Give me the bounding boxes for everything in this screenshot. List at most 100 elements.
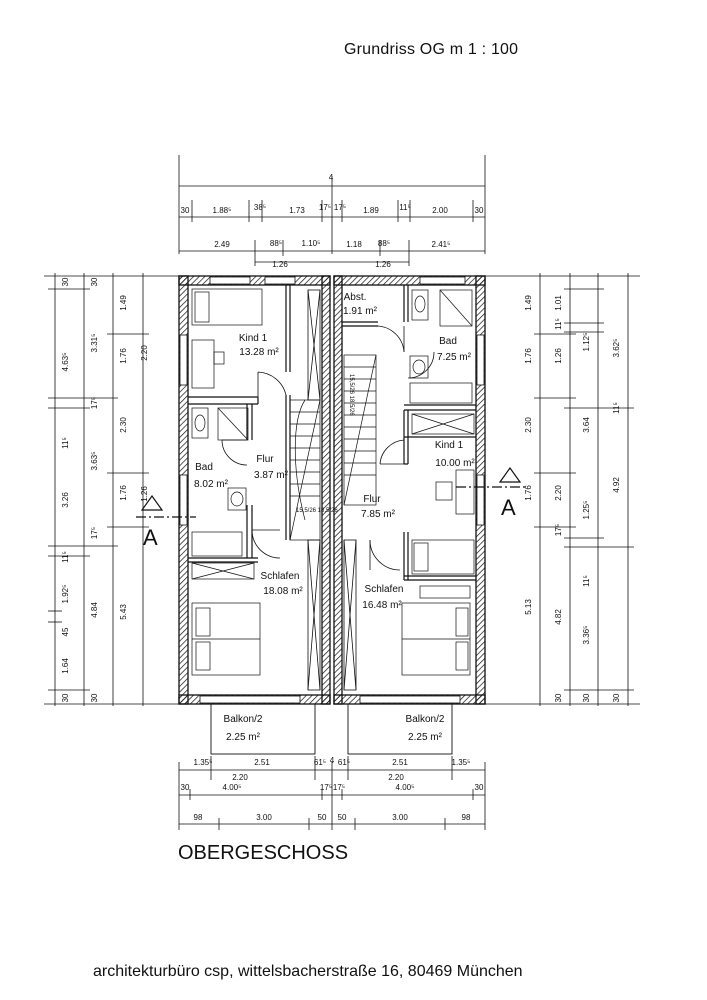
dim-right-c3-e: 3.36⁵ bbox=[582, 626, 591, 645]
dim-left-c2-b: 3.31⁵ bbox=[90, 334, 99, 353]
room-balkon-right-name: Balkon/2 bbox=[406, 714, 445, 725]
dim-top-r1-a: 30 bbox=[181, 206, 190, 215]
dim-left-c3-c: 2.30 bbox=[119, 417, 128, 433]
dim-bot-r3-d: 17⁵ bbox=[333, 783, 345, 792]
room-bad-left-area: 8.02 m² bbox=[194, 479, 229, 490]
room-schlafen-left-area: 18.08 m² bbox=[263, 586, 303, 597]
dim-bot-r4-d: 50 bbox=[338, 813, 347, 822]
dim-bot-r4-c: 50 bbox=[318, 813, 327, 822]
dim-right-c2-b: 11⁵ bbox=[554, 318, 563, 330]
dim-left-c2-e: 17⁵ bbox=[90, 527, 99, 539]
room-kind1-right-area: 10.00 m² bbox=[435, 458, 475, 469]
dim-left-c3-b: 1.76 bbox=[119, 348, 128, 364]
dim-top-r2-f: 2.41⁵ bbox=[432, 240, 451, 249]
room-flur-left-name: Flur bbox=[256, 454, 274, 465]
room-balkon-left-area: 2.25 m² bbox=[226, 732, 261, 743]
section-letter-right: A bbox=[501, 495, 516, 520]
dim-left-c3-a: 1.49 bbox=[119, 295, 128, 311]
dim-left-c3-e: 5.43 bbox=[119, 604, 128, 620]
room-kind1-right-name: Kind 1 bbox=[435, 440, 464, 451]
dim-bot-r4-e: 3.00 bbox=[392, 813, 408, 822]
door-swings bbox=[221, 325, 435, 571]
dim-right-c4-d: 30 bbox=[612, 693, 621, 702]
room-kind1-left-area: 13.28 m² bbox=[239, 347, 279, 358]
dim-top-r2-c: 1.10⁵ bbox=[302, 239, 321, 248]
dim-top-r2-d: 1.18 bbox=[346, 240, 362, 249]
dim-top-r2-a: 2.49 bbox=[214, 240, 230, 249]
dim-right-c2-f: 4.82 bbox=[554, 609, 563, 625]
right-dimension-chain bbox=[482, 273, 640, 706]
dim-left-c2-a: 30 bbox=[90, 277, 99, 286]
dim-bot-r1-d: 4 bbox=[330, 756, 335, 765]
chimney-shafts bbox=[307, 289, 357, 691]
dim-right-c1-c: 2.30 bbox=[524, 417, 533, 433]
room-flur-right-area: 7.85 m² bbox=[361, 509, 396, 520]
room-flur-left-area: 3.87 m² bbox=[254, 470, 289, 481]
dim-left-c1-g: 45 bbox=[61, 627, 70, 636]
dim-right-c3-a: 1.12⁵ bbox=[582, 333, 591, 352]
dim-left-c1-h: 1.64 bbox=[61, 658, 70, 674]
dim-left-c2-d: 3.63⁵ bbox=[90, 452, 99, 471]
dim-right-c4-b: 11⁵ bbox=[612, 402, 621, 414]
room-abst-name: Abst. bbox=[344, 292, 367, 303]
balconies bbox=[210, 703, 453, 755]
dim-bot-r2-b: 2.20 bbox=[388, 773, 404, 782]
dim-top-r1-b: 1.88⁵ bbox=[213, 206, 232, 215]
top-dimension-chain bbox=[178, 155, 486, 266]
room-balkon-left-name: Balkon/2 bbox=[224, 714, 263, 725]
dim-right-c1-d: 1.76 bbox=[524, 485, 533, 501]
dim-top-r1-j: 30 bbox=[475, 206, 484, 215]
dim-right-c1-b: 1.76 bbox=[524, 348, 533, 364]
dim-right-c2-e: 17⁵ bbox=[554, 524, 563, 536]
dim-bot-r1-g: 1.35⁵ bbox=[452, 758, 471, 767]
dim-bot-r2-a: 2.20 bbox=[232, 773, 248, 782]
dim-left-c1-d: 3.26 bbox=[61, 492, 70, 508]
dim-top-r1-i: 2.00 bbox=[432, 206, 448, 215]
dim-bot-r3-e: 4.00⁵ bbox=[396, 783, 415, 792]
dim-bot-r1-a: 1.35⁵ bbox=[194, 758, 213, 767]
dim-top-r3-b: 1.26 bbox=[375, 260, 391, 269]
section-marker-right bbox=[456, 466, 526, 488]
stair-label-left: 15,5/26 18,5/26 bbox=[296, 508, 338, 514]
room-bad-right-area: 7.25 m² bbox=[437, 352, 472, 363]
dim-bot-r4-a: 98 bbox=[194, 813, 203, 822]
dim-bot-r4-f: 98 bbox=[462, 813, 471, 822]
left-dimension-chain bbox=[44, 273, 182, 706]
dim-right-c4-a: 3.62⁵ bbox=[612, 339, 621, 358]
stair-label-right: 15,5/26 18,5/26 bbox=[348, 374, 354, 416]
dim-top-r1-c: 38⁵ bbox=[254, 203, 266, 212]
staircase-right bbox=[343, 354, 377, 506]
dim-right-c2-g: 30 bbox=[554, 693, 563, 702]
room-schlafen-right-name: Schlafen bbox=[365, 584, 404, 595]
dim-bot-r3-a: 30 bbox=[181, 783, 190, 792]
floor-title: OBERGESCHOSS bbox=[178, 842, 349, 864]
dim-right-c3-f: 30 bbox=[582, 693, 591, 702]
dim-right-c3-d: 11⁵ bbox=[582, 575, 591, 587]
dim-top-r2-b: 88⁵ bbox=[270, 239, 282, 248]
dim-bot-r1-c: 61⁵ bbox=[314, 758, 326, 767]
section-letter-left: A bbox=[143, 525, 158, 550]
dim-left-c3-d: 1.76 bbox=[119, 485, 128, 501]
dim-left-c1-c: 11⁵ bbox=[61, 437, 70, 449]
dim-top-r1-e: 17⁵ bbox=[319, 203, 331, 212]
dim-right-c4-c: 4.92 bbox=[612, 477, 621, 493]
dim-left-c4-a: 2.20 bbox=[140, 345, 149, 361]
room-balkon-right-area: 2.25 m² bbox=[408, 732, 443, 743]
dim-left-c1-e: 11⁵ bbox=[61, 551, 70, 563]
dim-left-c2-f: 4.84 bbox=[90, 602, 99, 618]
dim-right-c1-a: 1.49 bbox=[524, 295, 533, 311]
dim-right-c1-e: 5.13 bbox=[524, 599, 533, 615]
dim-right-c2-d: 2.20 bbox=[554, 485, 563, 501]
dim-top-r3-a: 1.26 bbox=[272, 260, 288, 269]
plan-header-title: Grundriss OG m 1 : 100 bbox=[344, 41, 519, 58]
section-marker-left bbox=[136, 494, 196, 518]
interior-walls bbox=[188, 285, 476, 581]
dim-left-c2-c: 17⁵ bbox=[90, 397, 99, 409]
staircase-left bbox=[289, 399, 321, 541]
furniture bbox=[191, 288, 475, 676]
room-schlafen-right-area: 16.48 m² bbox=[362, 600, 402, 611]
dim-bot-r1-f: 2.51 bbox=[392, 758, 408, 767]
dim-right-c2-a: 1.01 bbox=[554, 295, 563, 311]
dim-left-c2-g: 30 bbox=[90, 693, 99, 702]
